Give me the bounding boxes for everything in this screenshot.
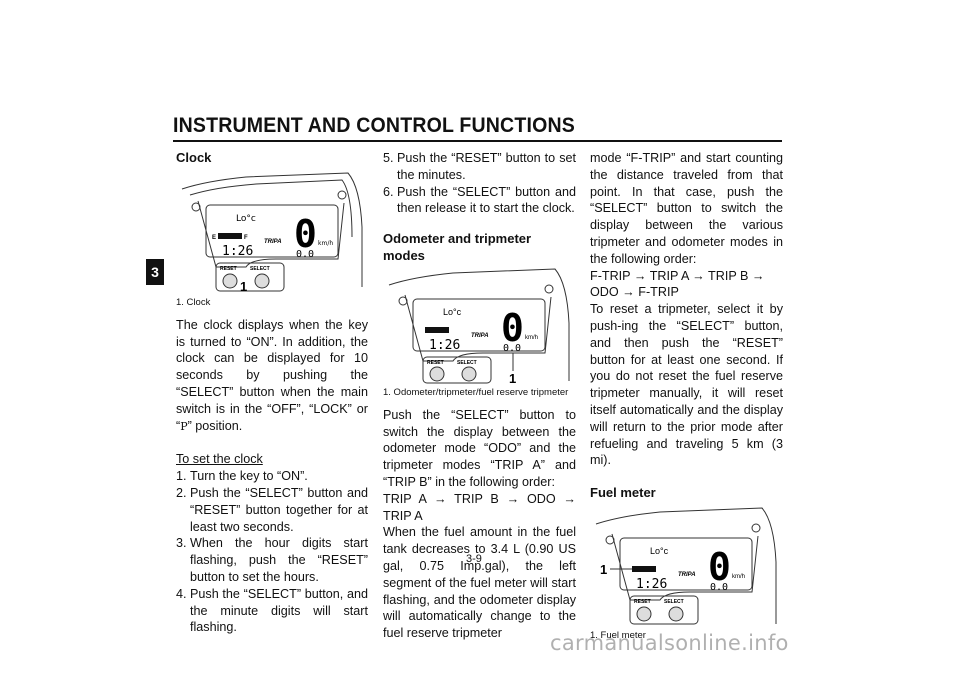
panel-unit: km/h [525,335,538,341]
select-button [461,366,477,382]
paragraph: The clock displays when the key is turne… [176,317,368,433]
panel-clock: 1:26 [429,338,460,353]
header-rule [173,140,782,142]
panel-speed: 0 [501,306,524,350]
select-label: SELECT [457,360,477,366]
reset-button [429,366,445,382]
instrument-panel-illustration: Lo°c 0 km/h TRIPA 1:26 0.0 RESET SELECT … [388,268,570,385]
panel-unit: km/h [318,240,333,247]
panel-temp: Lo°c [443,307,462,317]
paragraph: mode “F-TRIP” and start counting the dis… [590,151,783,266]
select-label: SELECT [664,599,684,605]
panel-trip-label: TRIPA [471,333,489,339]
panel-unit: km/h [732,574,745,580]
figure-caption: 1. Fuel meter [590,629,646,641]
panel-temp: Lo°c [236,214,256,224]
figure-caption: 1. Odometer/tripmeter/fuel reserve tripm… [383,386,569,398]
reset-button [222,273,238,289]
paragraph: When the fuel amount in the fuel tank de… [383,525,576,641]
figure-odometer: Lo°c 0 km/h TRIPA 1:26 0.0 RESET SELECT … [383,265,575,385]
figure-clock: Lo°c 0 km/h E F TRIPA 1:26 0.0 RESET SEL… [176,167,368,295]
list-item: 1.Turn the key to “ON”. [176,469,308,484]
list-item: 5.Push the “RESET” button to set the min… [383,151,576,182]
list-item: 3.When the hour digits start flashing, p… [176,536,368,584]
fuel-f: F [244,235,248,241]
section-heading-odometer: Odometer and tripmeter modes [383,231,532,263]
panel-trip-value: 0.0 [296,249,314,260]
callout-number: 1 [509,371,516,385]
select-button [254,273,270,289]
reset-label: RESET [427,360,444,366]
order-line: F-TRIP → TRIP A → TRIP B → ODO → F-TRIP [590,268,765,300]
select-button [668,606,684,622]
figure-caption: 1. Clock [176,296,211,308]
watermark[interactable]: carmanualsonline.info [550,631,789,655]
paragraph: Push the “SELECT” button to switch the d… [383,407,576,489]
select-label: SELECT [250,266,270,272]
panel-trip-label: TRIPA [264,239,282,245]
panel-clock: 1:26 [636,577,667,592]
reset-label: RESET [634,599,651,605]
panel-clock: 1:26 [222,244,253,259]
reset-label: RESET [220,266,237,272]
column-1: Clock Lo°c 0 km/h E F TRIPA 1:26 0.0 RES… [176,150,368,636]
subheading-set-clock: To set the clock [176,452,263,467]
panel-trip-value: 0.0 [503,343,521,354]
panel-trip-label: TRIPA [678,572,696,578]
order-line: TRIP A → TRIP B → ODO → TRIP A [383,491,576,523]
callout-number: 1 [600,562,607,577]
steps-list: 1.Turn the key to “ON”. 2.Push the “SELE… [176,468,368,636]
page-header-title: INSTRUMENT AND CONTROL FUNCTIONS [173,114,575,137]
callout-number: 1 [240,279,247,294]
section-heading-clock: Clock [176,150,212,165]
reset-button [636,606,652,622]
panel-speed: 0 [294,212,317,256]
paragraph: To reset a tripmeter, select it by push-… [590,302,783,468]
panel-speed: 0 [708,545,731,589]
steps-list: 5.Push the “RESET” button to set the min… [383,150,576,217]
panel-temp: Lo°c [650,546,669,556]
list-item: 2.Push the “SELECT” button and “RESET” b… [176,485,368,534]
fuel-e: E [212,235,216,241]
section-heading-fuel-meter: Fuel meter [590,485,656,501]
chapter-tab: 3 [146,259,164,285]
list-item: 4.Push the “SELECT” button, and the minu… [176,586,368,635]
page-number: 3-9 [466,553,482,565]
park-position-glyph: P [180,419,188,433]
figure-fuel-meter: Lo°c 0 km/h TRIPA 1:26 0.0 1 RESET SELEC… [590,502,782,628]
instrument-panel-illustration: Lo°c 0 km/h E F TRIPA 1:26 0.0 RESET SEL… [181,172,363,294]
column-3: mode “F-TRIP” and start counting the dis… [590,150,783,650]
column-2: 5.Push the “RESET” button to set the min… [383,150,576,642]
instrument-panel-illustration: Lo°c 0 km/h TRIPA 1:26 0.0 1 RESET SELEC… [595,507,777,625]
panel-trip-value: 0.0 [710,582,728,593]
list-item: 6.Push the “SELECT” button and then rele… [383,184,576,216]
